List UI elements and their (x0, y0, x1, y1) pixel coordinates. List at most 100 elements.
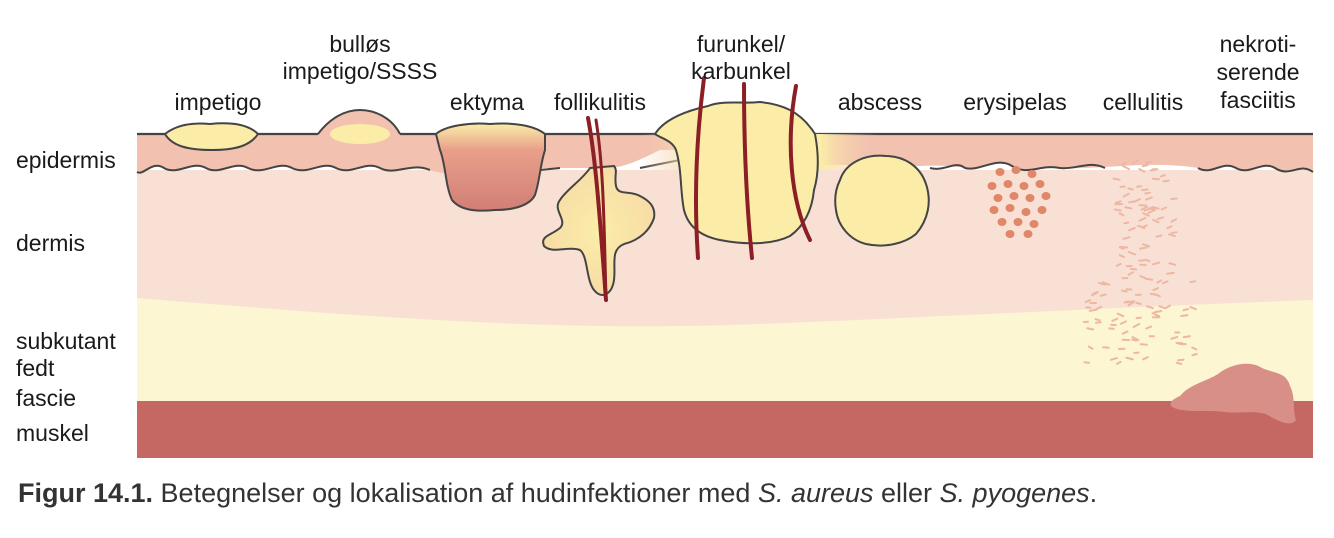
label-muscle: muskel (16, 420, 89, 446)
erysipelas-dot (1041, 192, 1051, 200)
cellulitis-mark (1128, 226, 1136, 232)
caption-text-3: . (1089, 478, 1098, 508)
cellulitis-mark (1128, 200, 1135, 204)
cellulitis-mark (1147, 209, 1156, 214)
cellulitis-mark (1123, 300, 1130, 304)
cellulitis-mark (1144, 277, 1154, 281)
cellulitis-mark (1153, 313, 1160, 317)
caption-species-2: S. pyogenes (939, 478, 1090, 508)
cellulitis-mark (1170, 335, 1179, 340)
cellulitis-mark (1160, 174, 1166, 178)
cellulitis-mark (1140, 205, 1149, 211)
cellulitis-mark (1145, 161, 1153, 164)
cellulitis-mark (1095, 305, 1103, 310)
label-furuncle-2: karbunkel (691, 58, 791, 84)
erysipelas-dot (1025, 194, 1035, 202)
label-dermis: dermis (16, 230, 85, 256)
cellulitis-mark (1141, 243, 1151, 248)
cellulitis-mark (1121, 330, 1129, 335)
erysipelas-dot (1009, 192, 1019, 200)
label-abscess: abscess (838, 89, 922, 115)
erysipelas-dot (1013, 218, 1023, 226)
follicle-hair-2 (594, 118, 608, 300)
label-bullous-2: impetigo/SSSS (283, 58, 438, 84)
label-nf-1: nekroti- (1220, 31, 1297, 57)
erysipelas-dot (1003, 180, 1013, 188)
cellulitis-mark (1138, 246, 1148, 250)
impetigo-lesion (163, 122, 260, 152)
carbuncle-hair-2 (742, 82, 754, 260)
label-bullous-1: bulløs (329, 31, 390, 57)
carbuncle-hair-3 (788, 84, 812, 242)
cellulitis-mark (1144, 191, 1151, 195)
cellulitis-mark (1180, 314, 1189, 317)
cellulitis-mark (1145, 325, 1153, 330)
cellulitis-mark (1111, 317, 1119, 322)
erysipelas-dot (1029, 220, 1039, 228)
erysipelas-dot (1021, 208, 1031, 216)
cellulitis-mark (1119, 245, 1129, 249)
cellulitis-mark (1141, 188, 1149, 192)
cellulitis-mark (1122, 236, 1131, 240)
cellulitis-mark (1153, 293, 1161, 298)
skin-infection-diagram: impetigo bulløs impetigo/SSSS ektyma fol… (16, 31, 1314, 458)
erysipelas-dot (1037, 206, 1047, 214)
cellulitis-mark (1182, 308, 1190, 312)
cellulitis-mark (1156, 216, 1165, 221)
cellulitis-mark (1127, 271, 1134, 276)
dermis-layer (137, 170, 1313, 327)
cellulitis-mark (1135, 301, 1142, 305)
cellulitis-mark (1139, 225, 1146, 230)
cellulitis-mark (1189, 305, 1197, 311)
cellulitis-mark (1135, 316, 1142, 320)
label-folliculitis: follikulitis (554, 89, 646, 115)
cellulitis-mark (1119, 320, 1127, 325)
cellulitis-mark (1164, 304, 1171, 310)
cellulitis-mark (1115, 360, 1122, 365)
cellulitis-mark (1109, 357, 1118, 361)
cellulitis-mark (1122, 192, 1130, 198)
necrotizing-fasciitis-lesion (1170, 363, 1296, 424)
fat-layer (137, 296, 1313, 401)
cellulitis-mark (1170, 231, 1178, 235)
cellulitis-mark (1116, 312, 1125, 318)
carbuncle-hair-1 (694, 76, 706, 260)
cellulitis-mark (1168, 233, 1176, 238)
cellulitis-mark (1118, 212, 1125, 217)
bulla-fluid (330, 124, 390, 144)
abscess-lesion (834, 154, 930, 247)
erysipelas-dot (1005, 230, 1015, 238)
cellulitis-mark (1176, 342, 1185, 346)
cellulitis-mark (1151, 177, 1159, 181)
cellulitis-mark (1112, 177, 1121, 181)
cellulitis-mark (1113, 208, 1122, 212)
cellulitis-mark (1161, 280, 1169, 285)
cellulitis-mark (1115, 262, 1122, 267)
caption-species-1: S. aureus (757, 478, 874, 508)
cellulitis-mark (1141, 164, 1149, 168)
cellulitis-mark (1086, 327, 1095, 331)
label-impetigo: impetigo (175, 89, 262, 115)
cellulitis-mark (1165, 271, 1175, 275)
cellulitis-mark (1118, 254, 1126, 259)
caption-prefix: Figur 14.1. (18, 478, 154, 508)
erysipelas-lesion (987, 166, 1051, 238)
muscle-layer (137, 400, 1313, 458)
cellulitis-mark (1152, 287, 1159, 292)
cellulitis-mark (1099, 293, 1107, 297)
cellulitis-mark (1123, 221, 1130, 225)
cellulitis-lesion (1083, 159, 1198, 365)
cellulitis-mark (1156, 279, 1163, 284)
cellulitis-mark (1083, 361, 1091, 364)
cellulitis-mark (1125, 356, 1134, 361)
cellulitis-mark (1138, 216, 1147, 222)
cellulitis-mark (1152, 218, 1160, 224)
cellulitis-mark (1139, 263, 1147, 267)
label-furuncle-1: furunkel/ (697, 31, 786, 57)
cellulitis-mark (1142, 356, 1149, 361)
cellulitis-mark (1132, 323, 1141, 329)
cellulitis-mark (1155, 234, 1163, 238)
cellulitis-mark (1131, 338, 1138, 342)
cellulitis-mark (1121, 289, 1128, 293)
cellulitis-mark (1094, 318, 1101, 322)
